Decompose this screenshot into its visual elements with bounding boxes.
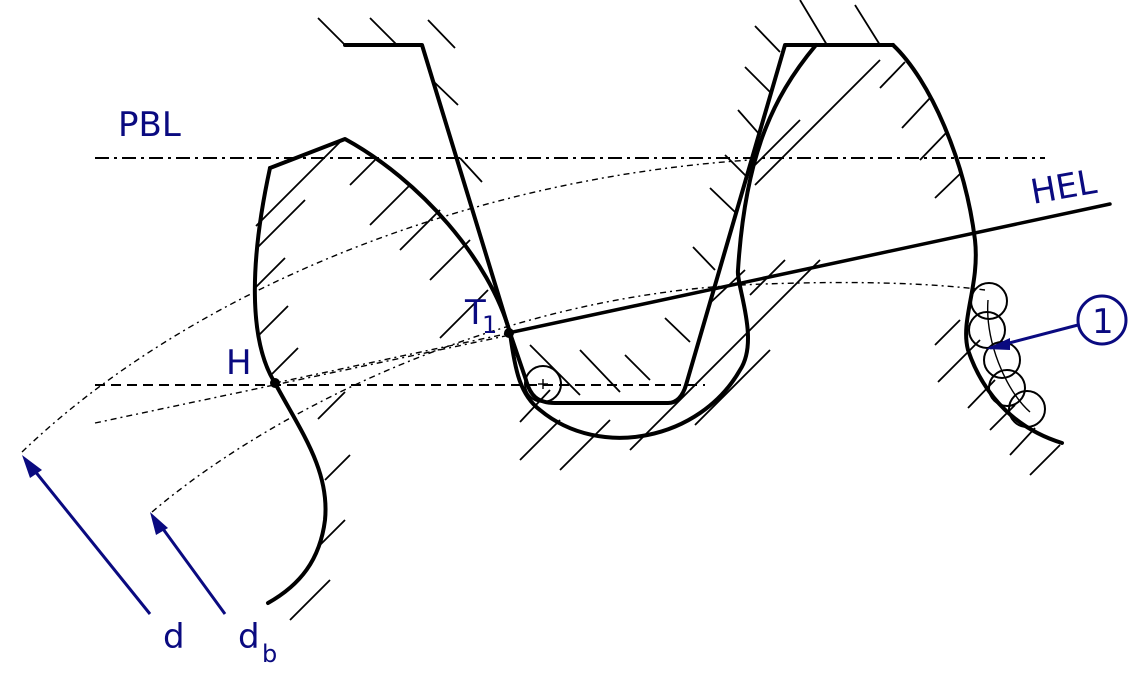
label-d: d xyxy=(163,617,185,657)
d-arrowhead-icon xyxy=(22,455,42,478)
label-db: d xyxy=(238,617,260,657)
tip-round-circle xyxy=(524,365,562,403)
right-tooth xyxy=(508,43,1064,476)
db-arrowhead-icon xyxy=(150,512,168,535)
cutter-circles xyxy=(524,282,1046,428)
callout-number: 1 xyxy=(1092,302,1114,342)
reference-lines xyxy=(21,157,1112,513)
db-arrow-line xyxy=(156,521,227,615)
action-line-h xyxy=(274,332,511,384)
label-t1: T xyxy=(464,293,486,333)
left-tooth-flank xyxy=(252,166,328,605)
pitch-circle-arc xyxy=(21,159,751,453)
tool-tooth xyxy=(317,0,895,405)
annotations: PBL HEL H T 1 d d b 1 xyxy=(22,105,1128,668)
label-h: H xyxy=(226,343,252,383)
d-arrow-line xyxy=(28,464,152,615)
callout-circle xyxy=(1076,294,1128,346)
action-line-lower xyxy=(94,334,511,424)
tool-left-flank xyxy=(343,43,895,405)
callout-arrowhead-icon xyxy=(986,338,1010,350)
label-db-sub: b xyxy=(262,640,277,668)
hel-line xyxy=(506,202,1112,335)
label-pbl: PBL xyxy=(118,105,181,145)
base-circle-arc xyxy=(151,281,986,513)
right-tooth-outline xyxy=(508,43,818,440)
label-hel: HEL xyxy=(1028,162,1100,213)
point-h xyxy=(270,378,280,388)
right-tooth-flank xyxy=(891,43,1064,445)
label-t1-sub: 1 xyxy=(482,311,497,339)
point-t1 xyxy=(504,328,514,338)
